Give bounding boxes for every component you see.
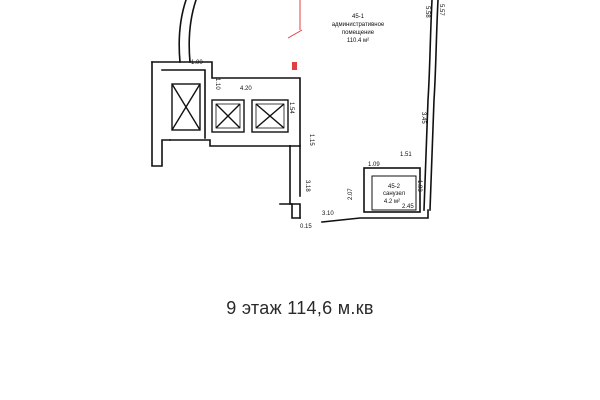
dim-1-10: 1.10 xyxy=(214,78,220,90)
elevator-shaft-2-inner xyxy=(255,103,285,129)
dim-1-00: 1.00 xyxy=(191,60,203,66)
corridor-wall xyxy=(289,145,301,219)
dim-1-15: 1.15 xyxy=(308,134,314,146)
floor-plan: 1.00 1.10 4.20 1.54 1.15 3.18 0.15 3.10 … xyxy=(151,0,444,230)
shaft-block-bottom xyxy=(169,139,291,147)
room-45-2-name: санузел xyxy=(383,191,405,197)
dim-0-15: 0.15 xyxy=(300,224,312,230)
elevator-shaft-1 xyxy=(211,99,245,133)
shaft-block-left xyxy=(151,61,171,167)
curved-wall-left xyxy=(178,0,187,63)
dim-4-20: 4.20 xyxy=(240,86,252,92)
dim-1-51: 1.51 xyxy=(400,152,412,158)
dim-1-54: 1.54 xyxy=(288,102,294,114)
elevator-shaft-1-inner xyxy=(215,103,241,129)
elevator-shaft-1-x xyxy=(215,103,241,129)
curved-wall-right xyxy=(423,0,433,211)
dim-3-18: 3.18 xyxy=(304,180,310,192)
dim-2-07: 2.07 xyxy=(348,188,354,200)
boundary-marker xyxy=(292,62,297,70)
bottom-wall-left xyxy=(279,203,301,219)
elevator-shaft-2 xyxy=(251,99,289,133)
wc-room-inner xyxy=(371,175,417,211)
dim-5-58: 5.58 xyxy=(424,6,430,18)
stair-shaft-x xyxy=(171,83,201,131)
room-45-1-name: административное xyxy=(332,22,385,28)
room-45-1-name-2: помещение xyxy=(342,30,375,36)
room-45-1-number: 45-1 xyxy=(352,14,365,20)
curved-wall-right-inner xyxy=(429,0,439,211)
room-45-2-area: 4.2 м² xyxy=(384,199,400,205)
bottom-wall xyxy=(321,209,429,223)
shaft-block-outline xyxy=(151,61,301,147)
floor-caption: 9 этаж 114,6 м.кв xyxy=(226,298,374,318)
dim-2-45: 2.45 xyxy=(402,204,414,210)
room-45-2-number: 45-2 xyxy=(388,184,401,190)
boundary-tick xyxy=(287,29,303,39)
wc-room-outline xyxy=(363,167,421,213)
dim-3-10: 3.10 xyxy=(322,211,334,217)
elevator-shaft-2-x xyxy=(255,103,285,129)
dim-1-93: 1.93 xyxy=(416,180,422,192)
walls xyxy=(151,0,439,223)
dim-5-57: 5.57 xyxy=(438,4,444,16)
dim-1-09: 1.09 xyxy=(368,162,380,168)
stair-shaft xyxy=(171,83,201,131)
inner-wall xyxy=(161,69,206,139)
dim-3-45: 3.45 xyxy=(420,112,426,124)
boundary-red xyxy=(287,0,303,39)
curved-wall-left-inner xyxy=(188,0,197,63)
room-45-1-area: 110.4 м² xyxy=(347,38,369,44)
shafts xyxy=(171,83,289,133)
